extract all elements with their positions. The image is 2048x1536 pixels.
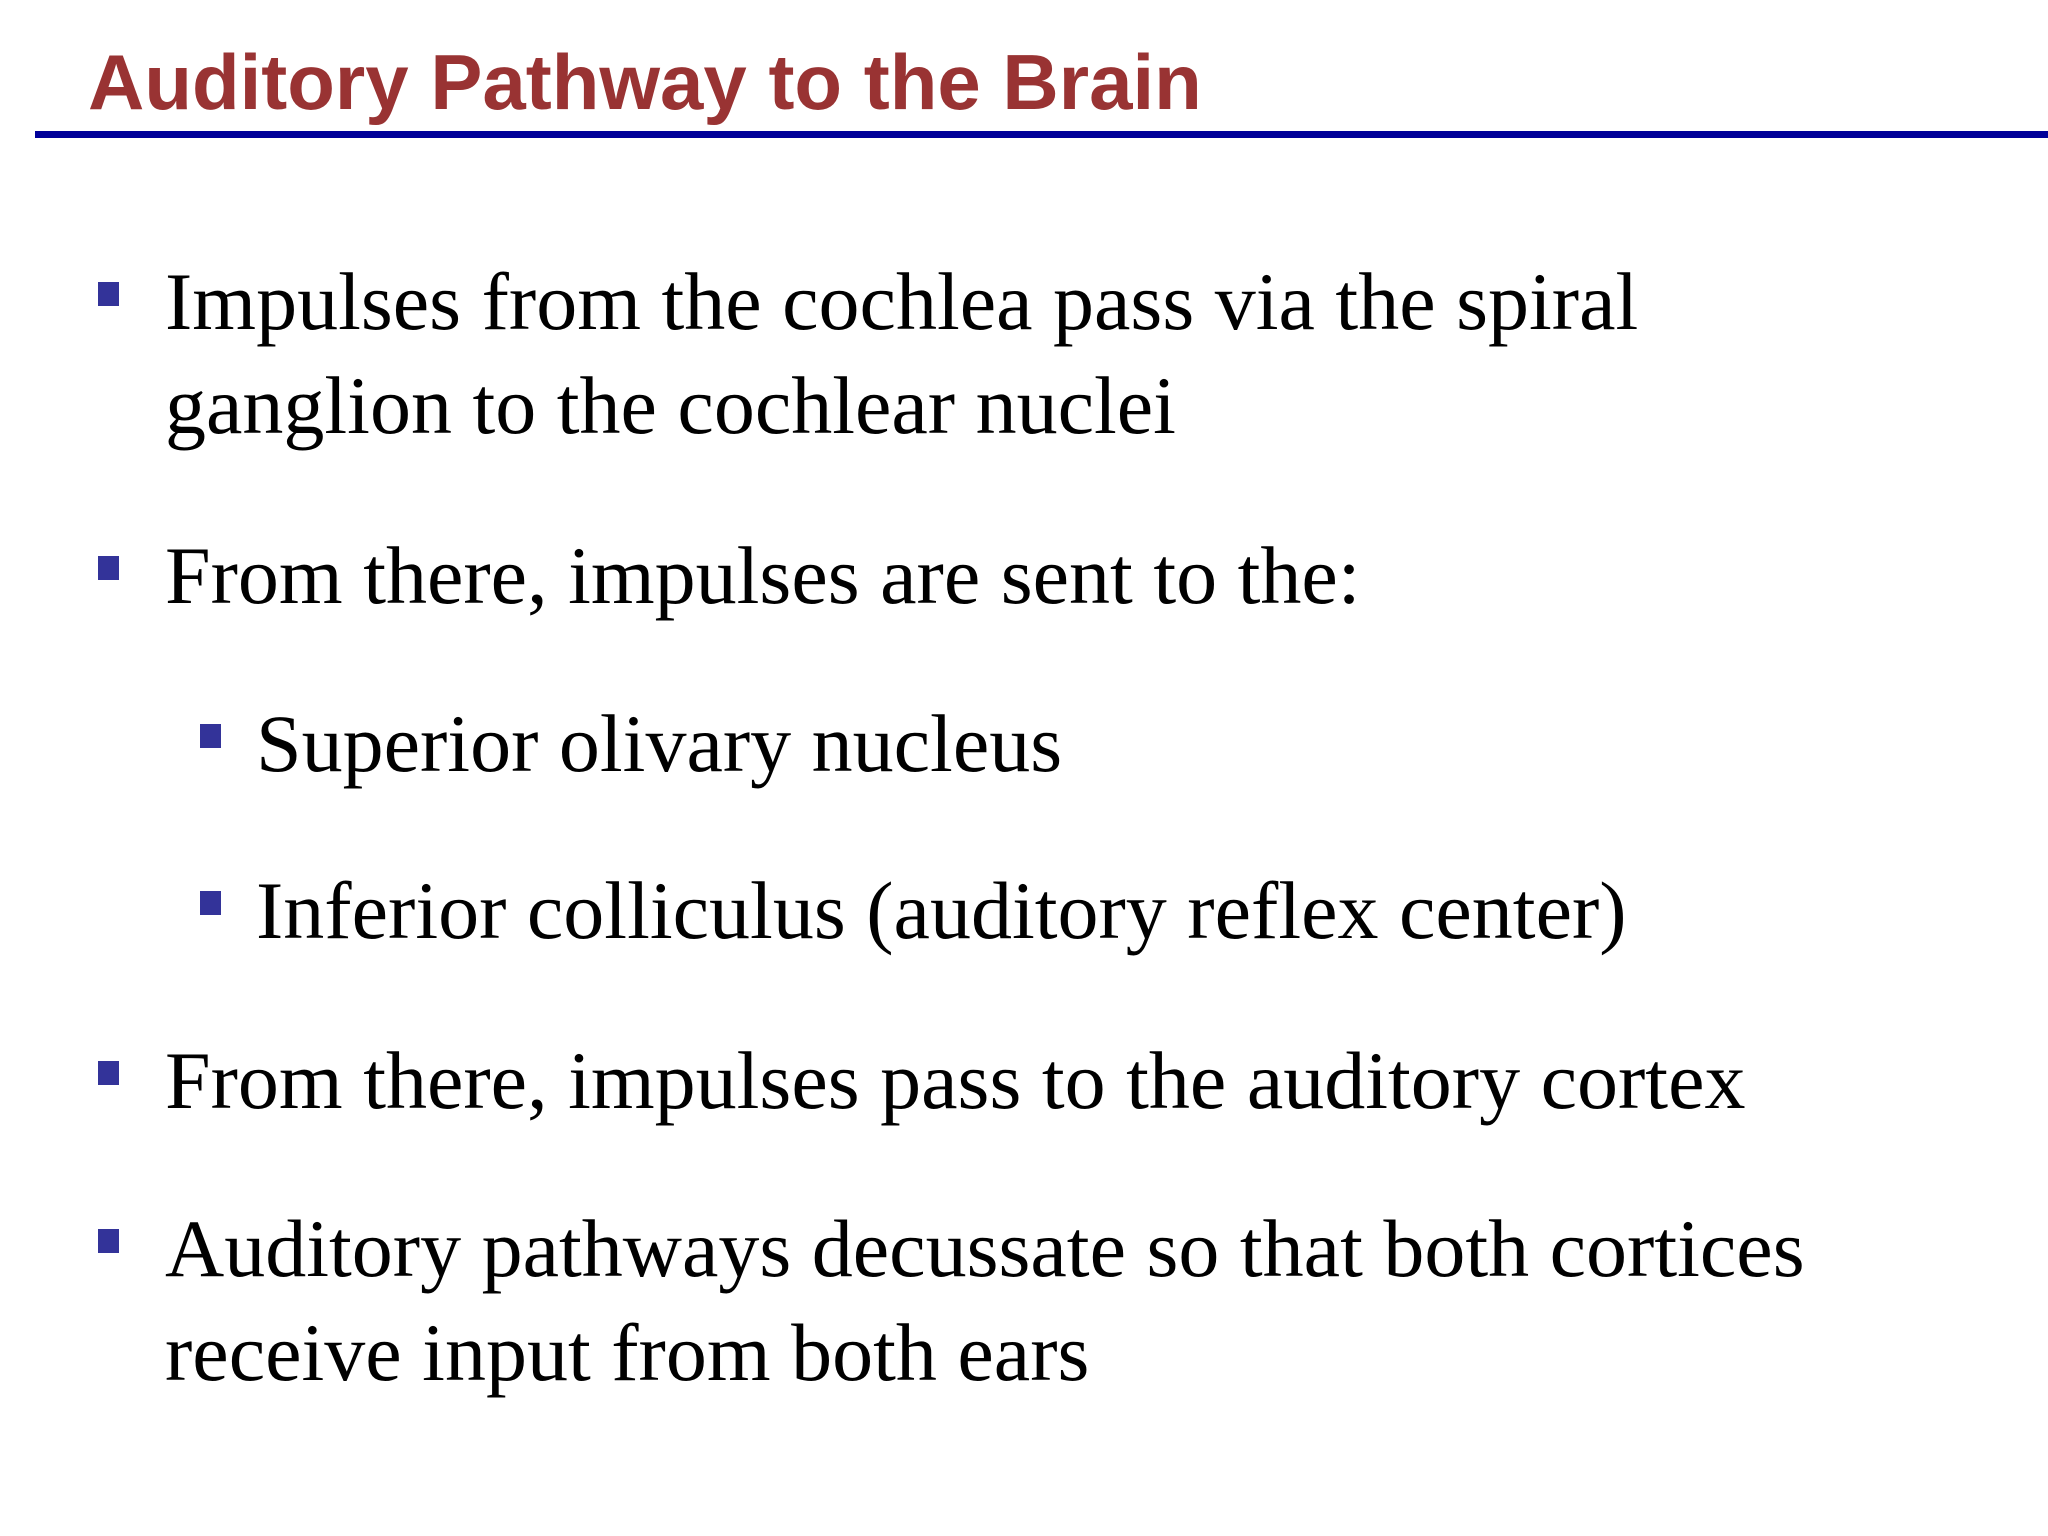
bullet-line: From there, impulses are sent to the: xyxy=(165,530,1361,621)
square-bullet-icon xyxy=(98,1229,119,1253)
bullet-item-cochlea: Impulses from the cochlea pass via the s… xyxy=(98,250,1639,458)
bullet-line: Inferior colliculus (auditory reflex cen… xyxy=(256,865,1627,956)
bullet-item-decussate: Auditory pathways decussate so that both… xyxy=(98,1197,1805,1405)
square-bullet-icon xyxy=(98,556,119,580)
bullet-line: Impulses from the cochlea pass via the s… xyxy=(165,256,1639,347)
square-bullet-icon xyxy=(200,891,221,915)
bullet-line: receive input from both ears xyxy=(165,1307,1090,1398)
square-bullet-icon xyxy=(98,1061,119,1085)
bullet-item-from-there: From there, impulses are sent to the: xyxy=(98,524,1361,628)
bullet-line: Auditory pathways decussate so that both… xyxy=(165,1203,1805,1294)
slide-title: Auditory Pathway to the Brain xyxy=(88,38,1202,126)
bullet-line: Superior olivary nucleus xyxy=(256,698,1063,789)
sub-bullet-item-olivary: Superior olivary nucleus xyxy=(200,692,1063,796)
square-bullet-icon xyxy=(98,282,119,306)
bullet-line: From there, impulses pass to the auditor… xyxy=(165,1035,1746,1126)
title-underline xyxy=(35,131,2048,138)
square-bullet-icon xyxy=(200,724,221,748)
bullet-item-auditory-cortex: From there, impulses pass to the auditor… xyxy=(98,1029,1746,1133)
sub-bullet-item-colliculus: Inferior colliculus (auditory reflex cen… xyxy=(200,859,1627,963)
bullet-line: ganglion to the cochlear nuclei xyxy=(165,360,1176,451)
